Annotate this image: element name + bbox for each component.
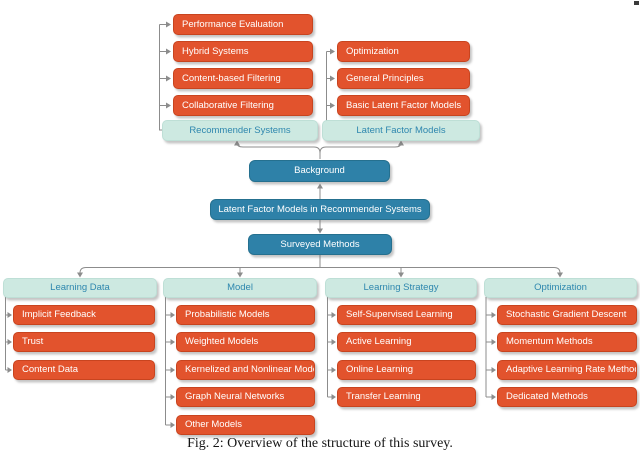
node-surveyed-methods: Surveyed Methods: [248, 234, 392, 255]
node-online-learning: Online Learning: [337, 360, 476, 380]
node-background: Background: [249, 160, 390, 182]
page-edge-mark: [634, 1, 639, 5]
figure-caption: Fig. 2: Overview of the structure of thi…: [187, 436, 453, 451]
node-content-data: Content Data: [13, 360, 155, 380]
node-basic-latent-factor-models: Basic Latent Factor Models: [337, 95, 470, 116]
node-performance-evaluation: Performance Evaluation: [173, 14, 313, 35]
node-optimization-background: Optimization: [337, 41, 470, 62]
node-weighted-models: Weighted Models: [176, 332, 315, 352]
node-transfer-learning: Transfer Learning: [337, 387, 476, 407]
node-self-supervised-learning: Self-Supervised Learning: [337, 305, 476, 325]
node-stochastic-gradient-descent: Stochastic Gradient Descent: [497, 305, 637, 325]
node-collaborative-filtering: Collaborative Filtering: [173, 95, 313, 116]
node-active-learning: Active Learning: [337, 332, 476, 352]
group-header-latent-factor-models: Latent Factor Models: [322, 120, 480, 141]
column-header-learning-data: Learning Data: [3, 278, 157, 298]
column-header-learning-strategy: Learning Strategy: [325, 278, 477, 298]
column-header-optimization: Optimization: [484, 278, 637, 298]
node-trust: Trust: [13, 332, 155, 352]
node-hybrid-systems: Hybrid Systems: [173, 41, 313, 62]
node-momentum-methods: Momentum Methods: [497, 332, 637, 352]
node-content-based-filtering: Content-based Filtering: [173, 68, 313, 89]
node-implicit-feedback: Implicit Feedback: [13, 305, 155, 325]
node-probabilistic-models: Probabilistic Models: [176, 305, 315, 325]
node-general-principles: General Principles: [337, 68, 470, 89]
node-latent-factor-models-in-recommender-systems: Latent Factor Models in Recommender Syst…: [210, 199, 430, 220]
column-header-model: Model: [163, 278, 317, 298]
node-dedicated-methods: Dedicated Methods: [497, 387, 637, 407]
node-adaptive-learning-rate-methods: Adaptive Learning Rate Methods: [497, 360, 637, 380]
node-kernelized-and-nonlinear-models: Kernelized and Nonlinear Models: [176, 360, 315, 380]
node-graph-neural-networks: Graph Neural Networks: [176, 387, 315, 407]
node-other-models: Other Models: [176, 415, 315, 435]
group-header-recommender-systems: Recommender Systems: [162, 120, 318, 141]
